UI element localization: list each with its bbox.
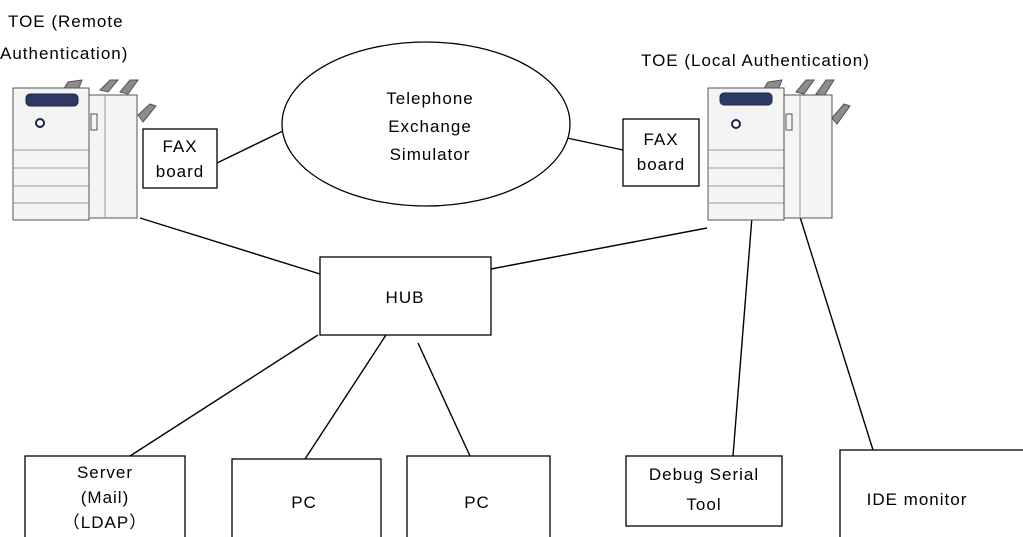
fax-board-left: FAX board bbox=[142, 128, 218, 189]
debug-serial-tool-node: Debug Serial Tool bbox=[625, 455, 783, 527]
pc-2-label: PC bbox=[464, 493, 490, 512]
connections bbox=[129, 130, 874, 460]
link-left-printer-hub bbox=[139, 217, 321, 275]
link-telephone-faxright bbox=[566, 137, 624, 151]
hub-label: HUB bbox=[386, 288, 425, 307]
pc-node-2: PC bbox=[406, 455, 551, 537]
toe-remote-label-line-1: TOE (Remote bbox=[8, 12, 124, 31]
debug-label-line-2: Tool bbox=[686, 495, 721, 514]
printer-local-icon bbox=[707, 79, 851, 221]
link-hub-server bbox=[129, 334, 319, 457]
link-right-printer-hub bbox=[490, 227, 708, 270]
telephone-label-line-2: Exchange bbox=[388, 117, 472, 136]
link-printer-debug bbox=[732, 216, 753, 457]
fax-board-left-line-1: FAX bbox=[162, 137, 197, 156]
pc-1-label: PC bbox=[291, 493, 317, 512]
server-node: Server (Mail) （LDAP） bbox=[24, 455, 186, 537]
debug-label-line-1: Debug Serial bbox=[649, 465, 759, 484]
telephone-exchange-simulator: Telephone Exchange Simulator bbox=[281, 41, 571, 207]
link-faxleft-telephone bbox=[216, 130, 284, 164]
link-hub-pc2 bbox=[417, 342, 471, 457]
server-label-line-3: （LDAP） bbox=[63, 513, 147, 532]
telephone-label-line-3: Simulator bbox=[390, 145, 471, 164]
toe-remote-label: TOE (Remote Authentication) bbox=[0, 12, 128, 63]
fax-board-right-line-1: FAX bbox=[643, 130, 678, 149]
server-label-line-1: Server bbox=[77, 463, 133, 482]
fax-board-right: FAX board bbox=[622, 118, 700, 187]
ide-monitor-label: IDE monitor bbox=[867, 490, 968, 509]
telephone-label-line-1: Telephone bbox=[386, 89, 473, 108]
toe-local-label: TOE (Local Authentication) bbox=[641, 51, 870, 70]
fax-board-left-line-2: board bbox=[156, 162, 204, 181]
server-label-line-2: (Mail) bbox=[81, 488, 130, 507]
ide-monitor-node: IDE monitor bbox=[839, 449, 1023, 537]
fax-board-right-line-2: board bbox=[637, 155, 685, 174]
printer-remote-icon bbox=[12, 79, 157, 221]
link-printer-ide bbox=[799, 216, 874, 451]
pc-node-1: PC bbox=[231, 458, 382, 537]
hub-node: HUB bbox=[319, 256, 492, 336]
toe-remote-label-line-2: Authentication) bbox=[0, 44, 128, 63]
link-hub-pc1 bbox=[304, 334, 387, 460]
